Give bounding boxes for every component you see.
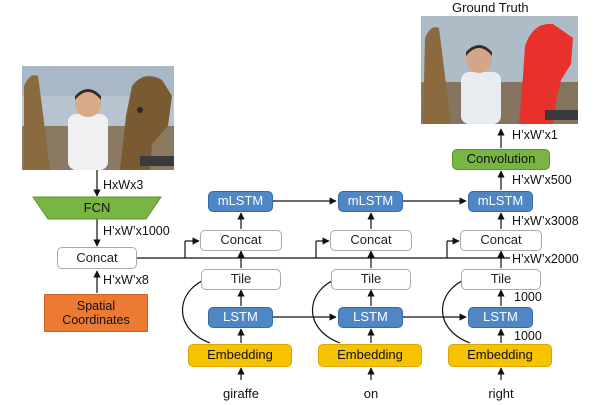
embedding-block-1: Embedding: [188, 344, 292, 367]
tile-out-dim-label: 1000: [514, 290, 542, 304]
convolution-block: Convolution: [452, 149, 550, 170]
concat-left-block: Concat: [57, 247, 137, 269]
ground-truth-title: Ground Truth: [452, 0, 529, 15]
input-photo-art: [22, 66, 174, 170]
tile-block-3: Tile: [461, 269, 541, 290]
embedding-block-3: Embedding: [448, 344, 552, 367]
embedding-block-2: Embedding: [318, 344, 422, 367]
concat-block-3: Concat: [460, 230, 542, 251]
spatial-coordinates-block: Spatial Coordinates: [44, 294, 148, 332]
word-3: right: [488, 386, 514, 401]
ground-truth-image: [421, 16, 578, 124]
concat-block-2: Concat: [330, 230, 412, 251]
fcn-shape: [32, 196, 162, 220]
ground-truth-photo-art: [421, 16, 578, 124]
word-2: on: [363, 386, 379, 401]
fcn-block: FCN: [83, 199, 111, 215]
lstm-out-dim-label: 1000: [514, 329, 542, 343]
spatial-dim-label: H’xW’x8: [103, 273, 149, 287]
concat-in-dim-label: H’xW’x2000: [512, 252, 579, 266]
input-image: [22, 66, 174, 170]
tile-block-1: Tile: [201, 269, 281, 290]
word-1: giraffe: [223, 386, 259, 401]
conv-out-dim-label: H’xW’x1: [512, 128, 558, 142]
mlstm-out-dim-label: H’xW’x500: [512, 173, 572, 187]
lstm-block-1: LSTM: [208, 307, 273, 328]
tile-block-2: Tile: [331, 269, 411, 290]
concat-mlstm-dim-label: H’xW’x3008: [512, 214, 579, 228]
concat-block-1: Concat: [200, 230, 282, 251]
mlstm-block-1: mLSTM: [208, 191, 273, 212]
input-dim-label: HxWx3: [103, 178, 144, 192]
lstm-block-2: LSTM: [338, 307, 403, 328]
mlstm-block-3: mLSTM: [468, 191, 533, 212]
lstm-block-3: LSTM: [468, 307, 533, 328]
mlstm-block-2: mLSTM: [338, 191, 403, 212]
fcn-out-dim-label: H’xW’x1000: [103, 224, 170, 238]
